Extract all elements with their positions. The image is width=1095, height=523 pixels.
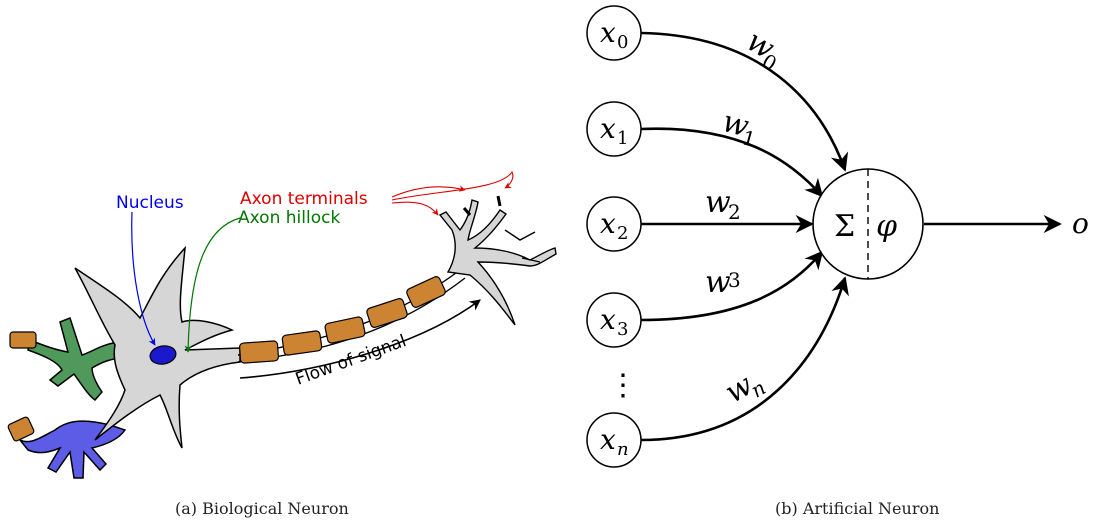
weight-w1: w 1 <box>719 104 759 152</box>
input-node-x2: x 2 <box>586 196 642 252</box>
svg-text:n: n <box>617 439 629 460</box>
weight-w3: w 3 <box>705 265 741 300</box>
sum-symbol: Σ <box>834 209 855 244</box>
neuron-node: Σ φ <box>812 168 924 280</box>
input-node-x0: x 0 <box>586 5 642 61</box>
weight-w0: w 0 <box>741 23 781 76</box>
biological-caption: (a) Biological Neuron <box>175 499 349 518</box>
svg-text:x: x <box>600 16 616 49</box>
svg-text:x: x <box>600 303 616 336</box>
nucleus-label: Nucleus <box>116 193 184 213</box>
svg-text:1: 1 <box>617 128 628 149</box>
svg-text:1: 1 <box>740 125 759 151</box>
svg-text:x: x <box>600 423 616 456</box>
axon-terminals-label: Axon terminals <box>240 189 368 209</box>
axon-terminals-pointer-1 <box>391 185 466 198</box>
output-label: o <box>1072 207 1089 240</box>
axon-terminals-pointer-2 <box>391 170 514 201</box>
svg-text:x: x <box>600 207 616 240</box>
svg-text:2: 2 <box>617 223 628 244</box>
weight-wn: w n <box>719 367 770 410</box>
input-node-xn: x n <box>586 412 642 468</box>
svg-text:2: 2 <box>728 200 741 224</box>
axon-terminal-tree <box>438 199 557 326</box>
input-node-x3: x 3 <box>586 292 642 348</box>
green-dendrite <box>9 317 127 402</box>
svg-text:3: 3 <box>617 319 628 340</box>
svg-text:x: x <box>600 112 616 145</box>
myelin-sheaths <box>239 276 446 364</box>
svg-text:w: w <box>705 185 731 220</box>
flow-arrow <box>239 299 481 379</box>
axon-hillock-pointer <box>184 217 241 353</box>
svg-text:3: 3 <box>728 268 741 292</box>
input-ellipsis: ⋮ <box>608 368 638 403</box>
axon-terminals-pointer-3 <box>391 201 439 216</box>
input-edges <box>640 31 1062 442</box>
artificial-caption: (b) Artificial Neuron <box>775 499 939 518</box>
artificial-neuron-panel: x 0 x 1 x 2 x 3 ⋮ x n w 0 w <box>586 5 1089 518</box>
weight-w2: w 2 <box>705 185 741 224</box>
axon-hillock-label: Axon hillock <box>238 208 340 228</box>
activation-symbol: φ <box>876 209 897 244</box>
svg-text:w: w <box>705 265 731 300</box>
input-node-x1: x 1 <box>586 101 642 157</box>
biological-neuron-panel: Flow of signal Nucleus Axon terminals Ax… <box>7 170 557 518</box>
nucleus-pointer <box>131 211 156 346</box>
svg-text:0: 0 <box>617 32 628 53</box>
nucleus <box>149 345 177 365</box>
